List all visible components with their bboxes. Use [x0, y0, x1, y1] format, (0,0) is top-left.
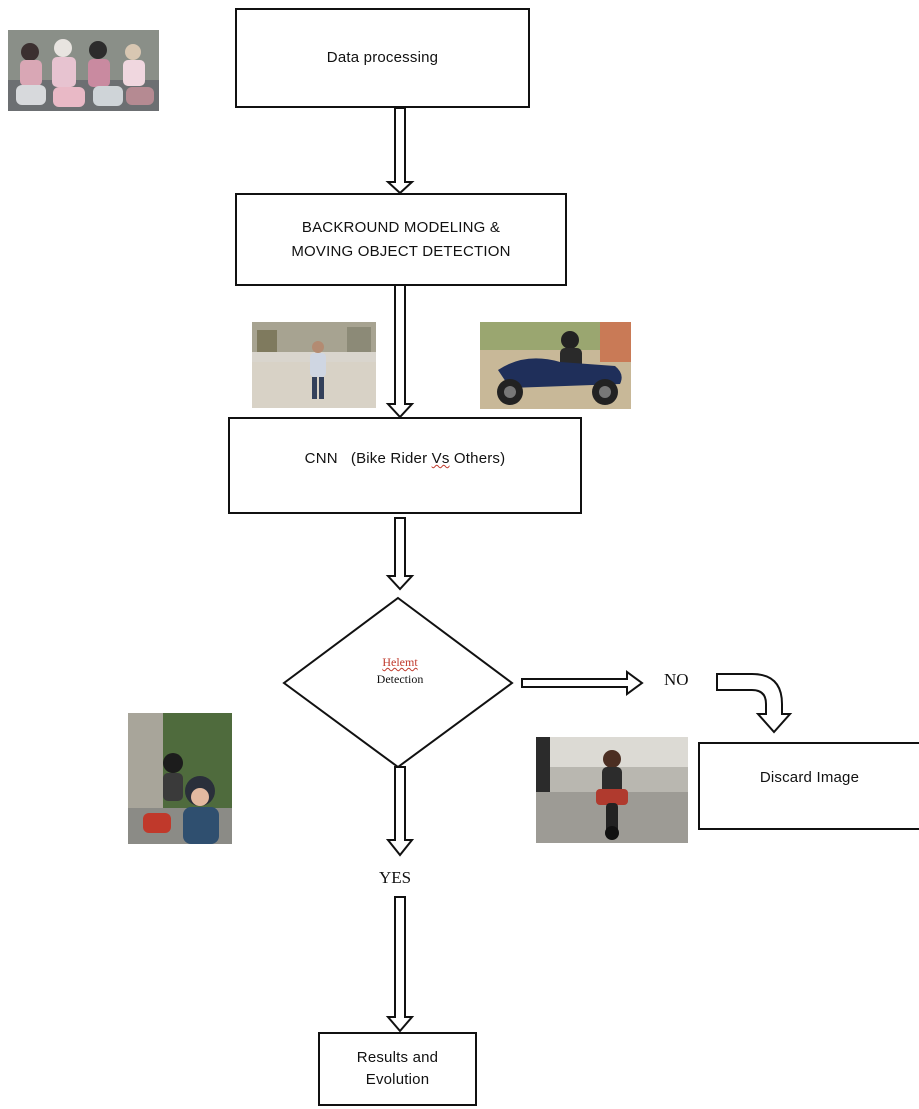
arrow-data-to-background — [385, 107, 415, 195]
detection-word: Detection — [376, 671, 424, 686]
yes-label: YES — [379, 868, 412, 887]
results-line1: Results and — [356, 1049, 439, 1067]
helmet-word: Helemt — [382, 655, 418, 669]
discard-image-label: Discard Image — [759, 769, 860, 786]
cnn-box: CNN (Bike Rider Vs Others) — [228, 417, 582, 514]
motorbike-rider-photo — [480, 322, 631, 409]
background-modeling-line1: BACKROUND MODELING & — [301, 218, 501, 236]
results-box: Results and Evolution — [318, 1032, 477, 1106]
no-label: NO — [664, 670, 689, 689]
arrow-cnn-to-detection — [385, 517, 415, 591]
background-modeling-box: BACKROUND MODELING & MOVING OBJECT DETEC… — [235, 193, 567, 286]
arrow-detection-to-no — [521, 670, 644, 696]
cnn-label: CNN (Bike Rider Vs Others) — [304, 450, 506, 467]
arrow-background-to-cnn — [385, 284, 415, 419]
data-processing-box: Data processing — [235, 8, 530, 108]
background-modeling-line2: MOVING OBJECT DETECTION — [291, 242, 511, 260]
helmet-riders-photo — [128, 713, 232, 844]
arrow-no-to-discard — [716, 673, 793, 734]
data-processing-label: Data processing — [326, 49, 439, 66]
arrow-detection-to-yes — [385, 766, 415, 857]
arrow-yes-to-results — [385, 896, 415, 1033]
discard-image-box: Discard Image — [698, 742, 919, 830]
scooter-crowd-photo — [8, 30, 159, 111]
no-helmet-rider-photo — [536, 737, 688, 843]
pedestrian-photo — [252, 322, 376, 408]
results-line2: Evolution — [365, 1071, 430, 1088]
helmet-detection-label: Helemt Detection — [340, 654, 460, 688]
